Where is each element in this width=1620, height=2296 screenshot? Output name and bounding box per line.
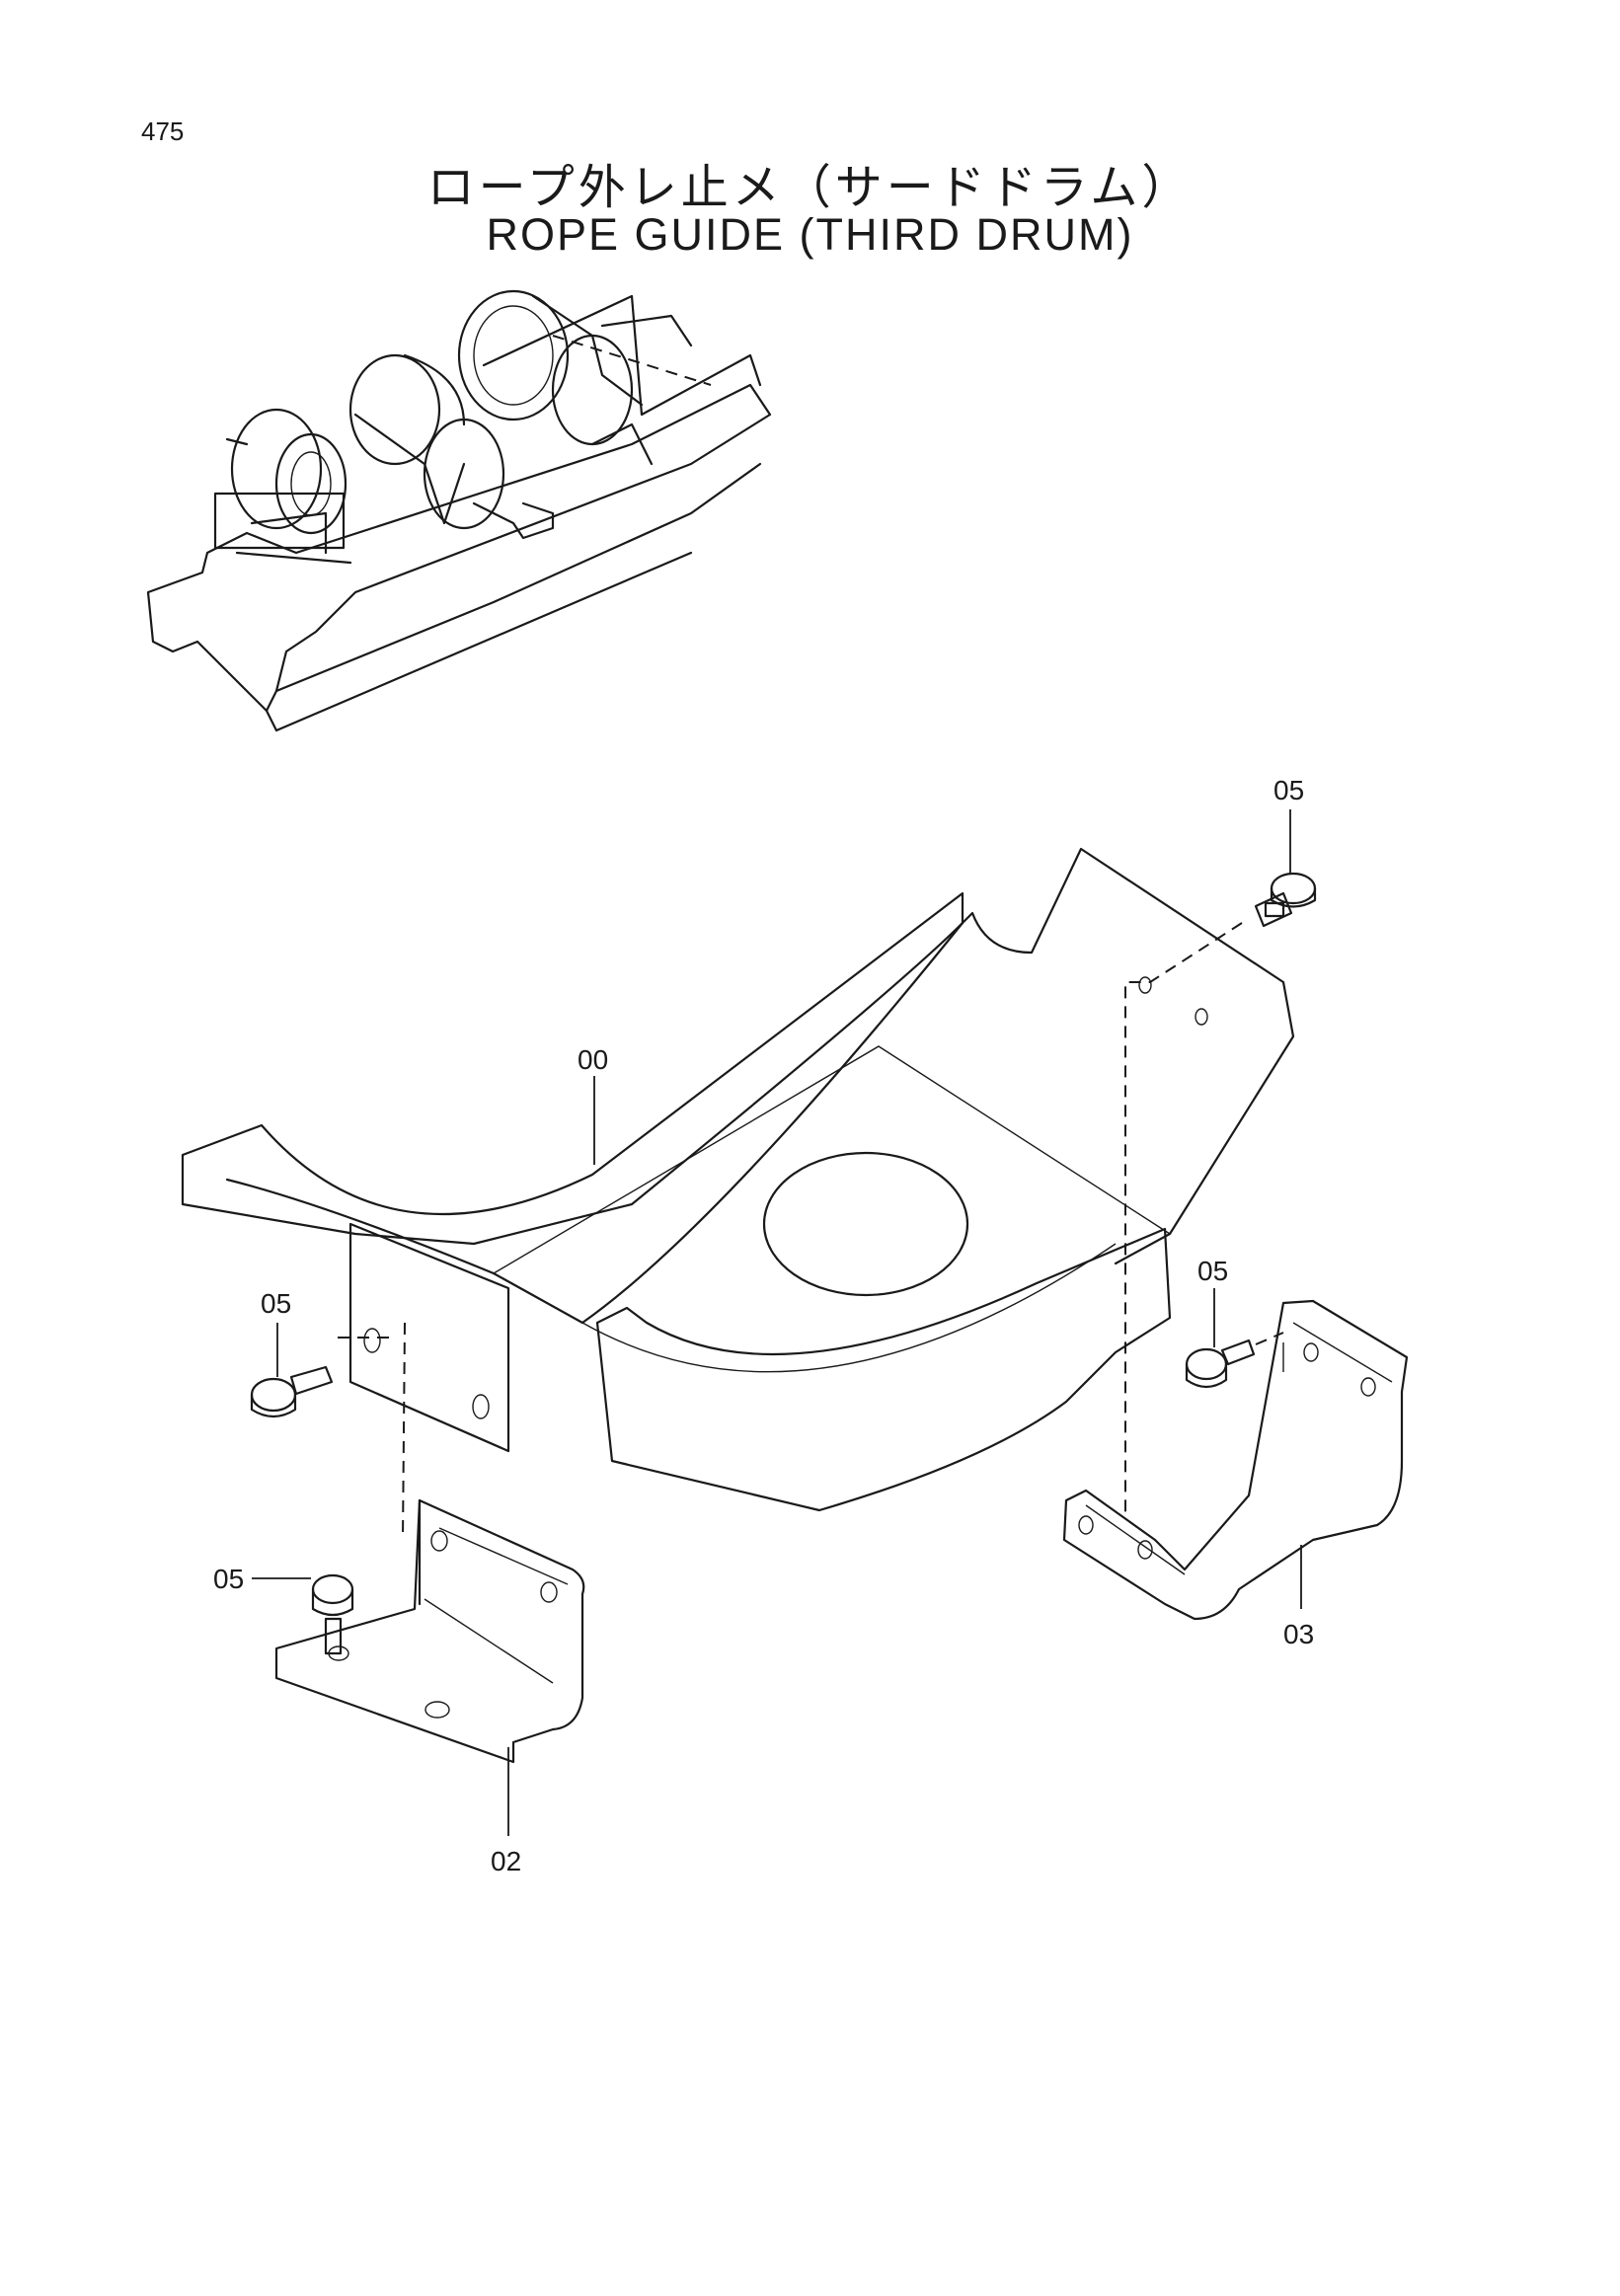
right-bracket (1062, 1299, 1409, 1621)
bolt-lower-left (311, 1573, 354, 1655)
callout-05-lower-left: 05 (213, 1564, 244, 1594)
title-english: ROPE GUIDE (THIRD DRUM) (486, 209, 1134, 260)
left-bracket (274, 1498, 585, 1764)
title-japanese: ロープ外レ止メ（サードドラム） (426, 160, 1194, 215)
callouts: 05 00 05 05 05 02 03 (213, 775, 1314, 1876)
assembly-lines (338, 922, 1284, 1541)
page-number: 475 (141, 116, 185, 146)
callout-05-left: 05 (261, 1288, 291, 1319)
location-thumbnail (146, 289, 772, 732)
callout-05-right: 05 (1197, 1256, 1228, 1286)
bolt-left (250, 1365, 334, 1418)
bolt-top-right (1254, 872, 1317, 928)
bolt-right (1185, 1339, 1256, 1389)
rope-guide-plate (181, 847, 1295, 1512)
callout-05-top-right: 05 (1273, 775, 1304, 805)
callout-02: 02 (491, 1846, 521, 1876)
callout-03: 03 (1283, 1619, 1314, 1649)
callout-00: 00 (578, 1044, 608, 1075)
